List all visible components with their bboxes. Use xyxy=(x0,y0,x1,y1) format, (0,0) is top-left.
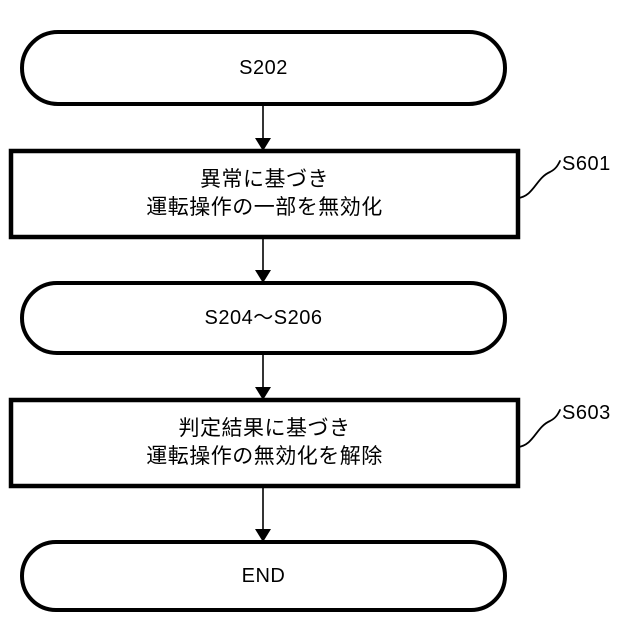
node-terminal-end-shape[interactable] xyxy=(20,540,507,612)
connector-arrow-2-head xyxy=(255,270,271,283)
connector-arrow-1-head xyxy=(255,138,271,151)
node-process-release-shape[interactable] xyxy=(8,397,521,489)
reference-label-s603: S603 xyxy=(562,402,611,424)
reference-label-s601: S601 xyxy=(562,153,611,175)
leader-line-s601 xyxy=(517,160,561,199)
node-terminal-start-shape[interactable] xyxy=(20,30,507,106)
node-terminal-steps-shape[interactable] xyxy=(20,281,507,355)
connector-arrow-3-head xyxy=(255,387,271,400)
connector-arrow-4-head xyxy=(255,529,271,542)
leader-line-s603 xyxy=(517,409,561,448)
node-process-disable-shape[interactable] xyxy=(8,148,521,240)
